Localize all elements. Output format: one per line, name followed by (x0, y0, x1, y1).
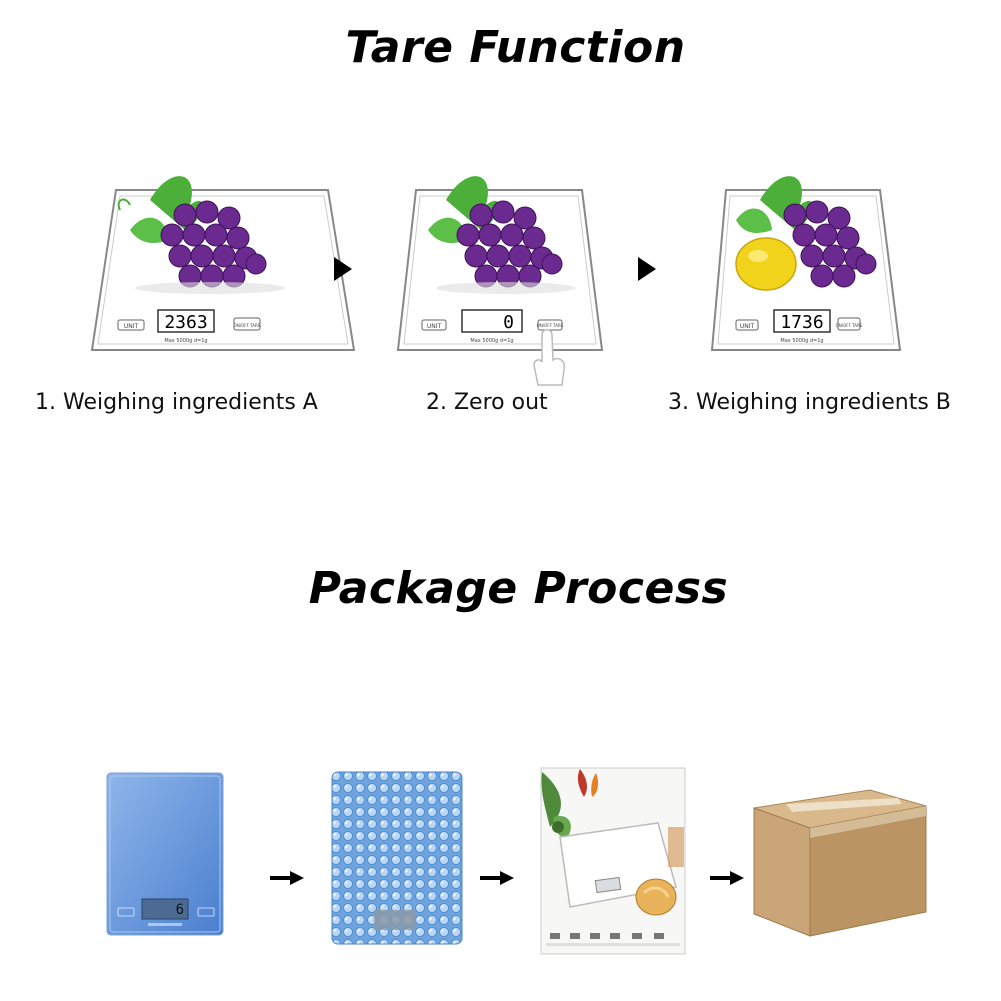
max-label-2: Max 5000g d=1g (470, 338, 513, 344)
tare-label-1: ON/OFF TARE (234, 323, 261, 328)
package-step-retail-box-image (540, 767, 686, 955)
max-label-3: Max 5000g d=1g (780, 338, 823, 344)
package-step-carton-image (752, 786, 928, 938)
svg-text:6: 6 (176, 902, 184, 918)
tare-step-3-caption: 3. Weighing ingredients B (668, 390, 951, 415)
package-step-scale-image: 6 (106, 772, 224, 936)
arrow-right-icon (480, 871, 514, 885)
tare-label-2: ON/OFF TARE (537, 323, 564, 328)
arrow-right-icon (710, 871, 744, 885)
package-step-bubble-wrap-image (330, 770, 464, 946)
arrow-right-icon (334, 257, 352, 281)
lemon-icon (735, 237, 797, 291)
unit-label-2: UNIT (427, 323, 442, 330)
tare-step-1-image: 2363 UNIT ON/OFF TARE Max 5000g d=1g (90, 160, 360, 360)
grapes-icon (456, 200, 563, 288)
tare-step-2-caption: 2. Zero out (426, 390, 548, 415)
arrow-right-icon (638, 257, 656, 281)
tare-label-3: ON/OFF TARE (836, 323, 863, 328)
grapes-icon (783, 200, 877, 288)
scale-display-1: 2363 (164, 312, 207, 333)
grapes-icon (160, 200, 267, 288)
finger-press-icon (533, 329, 566, 386)
tare-step-3-image: 1736 UNIT ON/OFF TARE Max 5000g d=1g (710, 160, 910, 360)
unit-label-3: UNIT (740, 323, 755, 330)
scale-display-2: 0 (503, 312, 514, 333)
scale-display-3: 1736 (780, 312, 823, 333)
tare-function-title: Tare Function (345, 22, 686, 73)
unit-label-1: UNIT (124, 323, 139, 330)
arrow-right-icon (270, 871, 304, 885)
package-process-title: Package Process (308, 563, 729, 614)
max-label-1: Max 5000g d=1g (164, 338, 207, 344)
tare-step-2-image: 0 UNIT ON/OFF TARE Max 5000g d=1g (396, 160, 616, 390)
tare-step-1-caption: 1. Weighing ingredients A (35, 390, 318, 415)
